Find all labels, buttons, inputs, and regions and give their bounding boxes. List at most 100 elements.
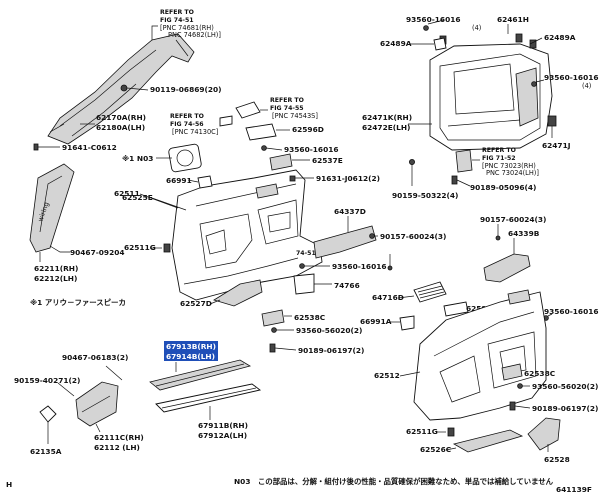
svg-text:62461H: 62461H <box>497 15 529 24</box>
svg-text:FIG 74-51: FIG 74-51 <box>160 17 194 24</box>
bracket-64339b: 64339B <box>483 229 540 283</box>
svg-text:93560-16016: 93560-16016 <box>406 15 461 24</box>
svg-text:REFER TO: REFER TO <box>160 9 194 16</box>
svg-text:90119-06869(20): 90119-06869(20) <box>150 85 222 94</box>
clip-90157-60024-b: 90157-60024(3) <box>480 215 546 241</box>
scuff-plate-67911b <box>155 383 262 413</box>
bracket-74-55 <box>235 101 268 119</box>
svg-text:FIG 74-55: FIG 74-55 <box>270 105 304 112</box>
svg-text:62112 (LH): 62112 (LH) <box>94 443 140 452</box>
svg-text:62180A(LH): 62180A(LH) <box>96 123 145 132</box>
svg-text:62527D: 62527D <box>180 299 212 308</box>
svg-text:62170A(RH): 62170A(RH) <box>96 113 146 122</box>
svg-text:FIG 74-56: FIG 74-56 <box>170 121 204 128</box>
svg-text:67913B(RH): 67913B(RH) <box>166 342 216 351</box>
svg-text:[PNC 74130C]: [PNC 74130C] <box>172 128 218 136</box>
svg-text:62211(RH): 62211(RH) <box>34 264 78 273</box>
quarter-trim-62512 <box>413 289 547 421</box>
label-67913b-67914b: 67913B(RH) 67914B(LH) <box>164 341 218 372</box>
label-62471k-62472e: 62471K(RH) 62472E(LH) <box>362 113 432 132</box>
svg-text:FIG 71-52: FIG 71-52 <box>482 155 516 162</box>
footer-figure-number: 641139F <box>556 485 592 494</box>
svg-text:90189-06197(2): 90189-06197(2) <box>298 346 364 355</box>
svg-text:[PNC 74681(RH): [PNC 74681(RH) <box>160 24 214 32</box>
refer-to-74-56: REFER TO FIG 74-56 [PNC 74130C] <box>170 113 233 136</box>
refer-to-71-52: REFER TO FIG 71-52 [PNC 73023(RH) PNC 73… <box>455 147 539 177</box>
svg-text:62511G: 62511G <box>406 427 438 436</box>
clip-93560-56020-b: 93560-56020(2) <box>517 382 598 391</box>
clip-91631: 91631-J0612(2) <box>289 174 380 183</box>
clip-90159-50322: 90159-50322(4) <box>392 158 458 200</box>
label-62489a-right: 62489A <box>529 33 576 45</box>
svg-text:62471K(RH): 62471K(RH) <box>362 113 412 122</box>
label-62511: 62511 <box>114 189 179 209</box>
svg-text:74766: 74766 <box>334 281 360 290</box>
label-62511g-left: 62511G <box>124 243 171 253</box>
svg-text:66991: 66991 <box>166 176 192 185</box>
clip-90119-06869: 90119-06869(20) <box>120 84 222 94</box>
svg-text:62537E: 62537E <box>312 156 343 165</box>
svg-text:90159-40271(2): 90159-40271(2) <box>14 376 80 385</box>
cover-62527d: 62527D <box>180 279 263 308</box>
cover-62526c: 62526C <box>420 429 524 454</box>
clip-90189-06197-a: 90189-06197(2) <box>269 343 364 355</box>
svg-text:62538C: 62538C <box>294 313 325 322</box>
clip-90467-09204: 90467-09204 <box>49 245 125 257</box>
clip-90189-05096: 90189-05096(4) <box>451 175 536 192</box>
svg-text:66991A: 66991A <box>360 317 392 326</box>
svg-text:62528: 62528 <box>544 455 570 464</box>
cover-62528: 62528 <box>527 417 570 464</box>
svg-text:62472E(LH): 62472E(LH) <box>362 123 410 132</box>
svg-text:64339B: 64339B <box>508 229 540 238</box>
clip-91641-c0612: 91641-C0612 <box>33 143 117 152</box>
svg-text:90159-50322(4): 90159-50322(4) <box>392 191 458 200</box>
svg-text:74-51: 74-51 <box>296 250 316 257</box>
clip-90189-06197-b: 90189-06197(2) <box>509 401 598 413</box>
svg-text:90189-05096(4): 90189-05096(4) <box>470 183 536 192</box>
label-62461h: 62461H <box>497 15 529 34</box>
clip-62471j: 62471J <box>542 115 571 150</box>
svg-text:67911B(RH): 67911B(RH) <box>198 421 248 430</box>
svg-text:93560-16016: 93560-16016 <box>332 262 387 271</box>
refer-to-74-51: REFER TO FIG 74-51 [PNC 74681(RH) PNC 74… <box>151 9 221 40</box>
svg-text:REFER TO: REFER TO <box>482 147 516 154</box>
bracket-62135a: 62135A <box>30 405 62 456</box>
svg-text:67914B(LH): 67914B(LH) <box>166 352 215 361</box>
label-62525e: 62525E <box>122 193 187 211</box>
label-62489a-left: 62489A <box>380 37 447 51</box>
svg-text:62525E: 62525E <box>122 193 153 202</box>
label-62170a-62180a: 62170A(RH) 62180A(LH) <box>80 113 146 132</box>
clip-90159-40271: 90159-40271(2) <box>14 376 80 397</box>
svg-text:93560-56020(2): 93560-56020(2) <box>296 326 362 335</box>
svg-text:93560-56020(2): 93560-56020(2) <box>532 382 598 391</box>
garnish-62211: wiring <box>29 163 75 253</box>
svg-text:62489A: 62489A <box>544 33 576 42</box>
svg-text:62135A: 62135A <box>30 447 62 456</box>
grille-64716d: 64716D <box>372 281 447 303</box>
svg-text:90189-06197(2): 90189-06197(2) <box>532 404 598 413</box>
svg-text:67912A(LH): 67912A(LH) <box>198 431 247 440</box>
svg-text:90157-60024(3): 90157-60024(3) <box>380 232 446 241</box>
clip-93560-16016-a: 93560-16016 <box>261 145 339 154</box>
bracket-64337d: 64337D <box>313 207 377 259</box>
grommet-66991a: 66991A <box>360 315 415 331</box>
svg-text:[PNC 73023(RH): [PNC 73023(RH) <box>482 162 536 170</box>
scuff-plate-67913b <box>149 359 252 391</box>
svg-text:62511G: 62511G <box>124 243 156 252</box>
svg-text:[PNC 74543S]: [PNC 74543S] <box>272 112 318 120</box>
clip-93560-16016-c: 93560-16016 (4) <box>406 15 481 32</box>
svg-text:90157-60024(3): 90157-60024(3) <box>480 215 546 224</box>
svg-text:PNC 73024(LH)]: PNC 73024(LH)] <box>486 169 539 177</box>
svg-text:93560-16016: 93560-16016 <box>284 145 339 154</box>
back-trim-62471k <box>429 33 553 151</box>
clip-93560-16016-b: 93560-16016 <box>299 254 393 271</box>
svg-text:REFER TO: REFER TO <box>270 97 304 104</box>
clip-90157-60024-a: 90157-60024(3) <box>369 232 446 241</box>
svg-text:62512: 62512 <box>374 371 400 380</box>
svg-text:62212(LH): 62212(LH) <box>34 274 77 283</box>
bracket-62537e: 62537E <box>269 153 343 171</box>
svg-text:93560-16016: 93560-16016 <box>544 73 599 82</box>
bracket-62538c-left: 62538C <box>261 309 325 327</box>
cover-74766: 74766 <box>293 273 360 295</box>
